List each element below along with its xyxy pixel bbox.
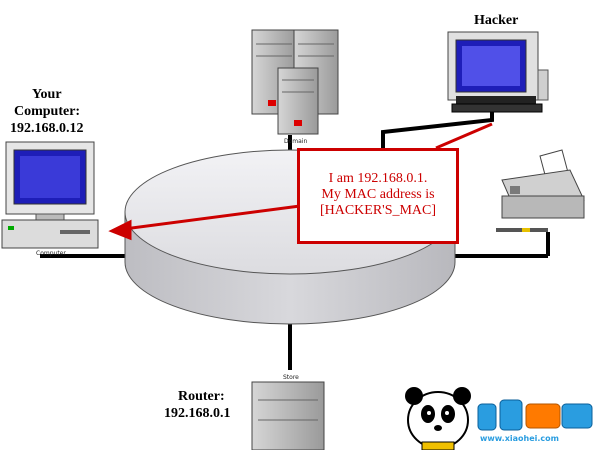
your-computer-label-line1: Your	[32, 87, 62, 102]
spoof-message-box: I am 192.168.0.1. My MAC address is [HAC…	[297, 148, 459, 244]
server-caption: Domain	[284, 138, 308, 145]
router-caption: Store	[283, 374, 299, 381]
panda-logo-icon	[405, 387, 593, 450]
watermark-url: www.xiaohei.com	[480, 434, 559, 443]
printer-icon	[496, 149, 585, 232]
router-server-icon	[251, 381, 325, 450]
spoof-line-2: My MAC address is	[321, 187, 435, 202]
your-computer-icon	[1, 141, 99, 249]
arrow-head	[108, 219, 132, 241]
spoof-line-1: I am 192.168.0.1.	[328, 171, 428, 186]
your-computer-ip: 192.168.0.12	[10, 121, 84, 136]
arrow-hacker-to-box	[435, 122, 493, 150]
router-label: Router: 192.168.0.1	[164, 388, 231, 422]
computer-caption: Computer	[36, 250, 66, 257]
hacker-computer-icon	[447, 31, 549, 113]
router-label-line1: Router:	[178, 389, 225, 404]
your-computer-label: Your Computer: 192.168.0.12	[10, 86, 84, 137]
server-cluster-icon	[251, 29, 339, 135]
router-ip: 192.168.0.1	[164, 406, 231, 421]
spoof-message-text: I am 192.168.0.1. My MAC address is [HAC…	[300, 171, 456, 219]
spoof-arrows	[108, 122, 493, 241]
cable-hacker	[381, 110, 494, 160]
spoof-line-3: [HACKER'S_MAC]	[319, 203, 437, 218]
your-computer-label-line2: Computer:	[14, 104, 81, 119]
arrow-box-to-computer	[123, 204, 301, 231]
hacker-label: Hacker	[474, 13, 519, 28]
network-cables	[40, 110, 550, 370]
